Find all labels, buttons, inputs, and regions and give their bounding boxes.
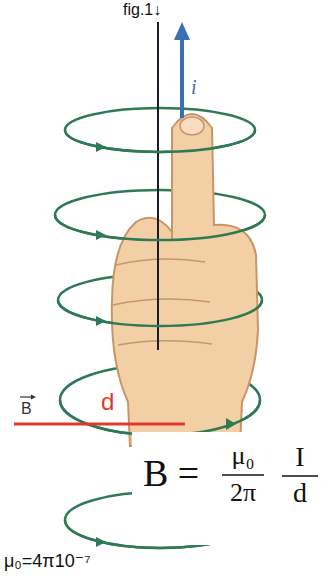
- field-arrowhead: [96, 537, 106, 547]
- field-loop-front: [58, 300, 262, 326]
- formula-denominator: 2π: [229, 478, 257, 508]
- formula-panel: [132, 432, 329, 545]
- field-arrowhead: [226, 418, 236, 430]
- finger-crease: [116, 259, 205, 265]
- figure-label: fig.1↓: [122, 1, 162, 19]
- finger-crease: [113, 299, 210, 305]
- wire: [157, 22, 159, 350]
- fraction-bar: [222, 474, 264, 476]
- field-loop-front: [55, 215, 265, 240]
- field-symbol: B: [20, 400, 33, 418]
- field-arrowhead: [96, 142, 106, 152]
- constant-note: μ₀=4π10⁻⁷: [3, 551, 92, 572]
- field-loop: [65, 108, 255, 152]
- distance-line: [14, 423, 185, 426]
- field-loops-front: [55, 130, 265, 548]
- field-loops-back: [55, 108, 265, 548]
- field-loop-front: [60, 400, 260, 435]
- formula-lhs: B =: [142, 452, 200, 496]
- field-loop-front: [65, 130, 255, 152]
- distance-symbol: d: [100, 388, 115, 416]
- formula-denominator: d: [292, 477, 308, 509]
- current-symbol: i: [190, 76, 198, 99]
- formula-numerator: I: [294, 441, 305, 473]
- field-arrowhead: [96, 316, 106, 326]
- formula-numerator: μ₀: [230, 441, 255, 471]
- hand-shape: [112, 114, 258, 446]
- finger-crease: [118, 341, 212, 345]
- thumb-nail: [180, 117, 204, 135]
- hand-drawing: [112, 114, 258, 446]
- current-arrow: [180, 36, 184, 118]
- current-arrowhead: [174, 22, 190, 40]
- vector-arrowhead: [31, 395, 36, 400]
- field-arrowhead: [96, 230, 106, 240]
